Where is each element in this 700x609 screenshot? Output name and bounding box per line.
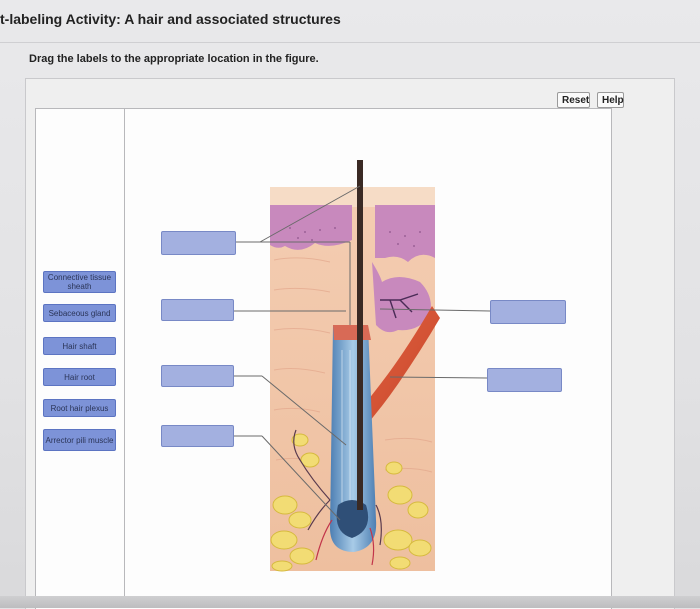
dropzone-1[interactable] xyxy=(161,231,236,255)
monitor-bezel xyxy=(0,596,700,608)
leader-lines xyxy=(234,185,491,521)
epidermis-right xyxy=(375,205,435,262)
adipose-tissue xyxy=(270,433,432,572)
title-divider xyxy=(0,42,700,43)
label-hair-shaft[interactable]: Hair shaft xyxy=(43,337,116,355)
root-hair-plexus xyxy=(293,429,382,546)
label-root-hair-plexus[interactable]: Root hair plexus xyxy=(43,399,116,417)
dropzone-2[interactable] xyxy=(161,299,234,321)
dropzone-3[interactable] xyxy=(161,365,234,387)
label-connective-tissue-sheath[interactable]: Connective tissue sheath xyxy=(43,271,116,293)
skin-surface xyxy=(270,187,435,207)
label-hair-root[interactable]: Hair root xyxy=(43,368,116,386)
blood-vessel xyxy=(315,519,375,566)
dropzone-5[interactable] xyxy=(490,300,566,324)
instructions-text: Drag the labels to the appropriate locat… xyxy=(29,53,319,65)
hair-shaft xyxy=(357,160,363,510)
arrector-pili-muscle xyxy=(352,306,440,430)
label-sebaceous-gland[interactable]: Sebaceous gland xyxy=(43,304,116,322)
help-button[interactable]: Help xyxy=(597,92,624,108)
dropzone-4[interactable] xyxy=(161,425,234,447)
label-arrector-pili-muscle[interactable]: Arrector pili muscle xyxy=(43,429,116,451)
activity-title: t-labeling Activity: A hair and associat… xyxy=(0,11,341,27)
follicle-collar xyxy=(333,325,371,340)
dropzone-6[interactable] xyxy=(487,368,562,392)
reset-button[interactable]: Reset xyxy=(557,92,590,108)
sebaceous-gland xyxy=(372,262,431,333)
epidermis-left xyxy=(270,205,352,250)
label-bank xyxy=(35,108,125,608)
